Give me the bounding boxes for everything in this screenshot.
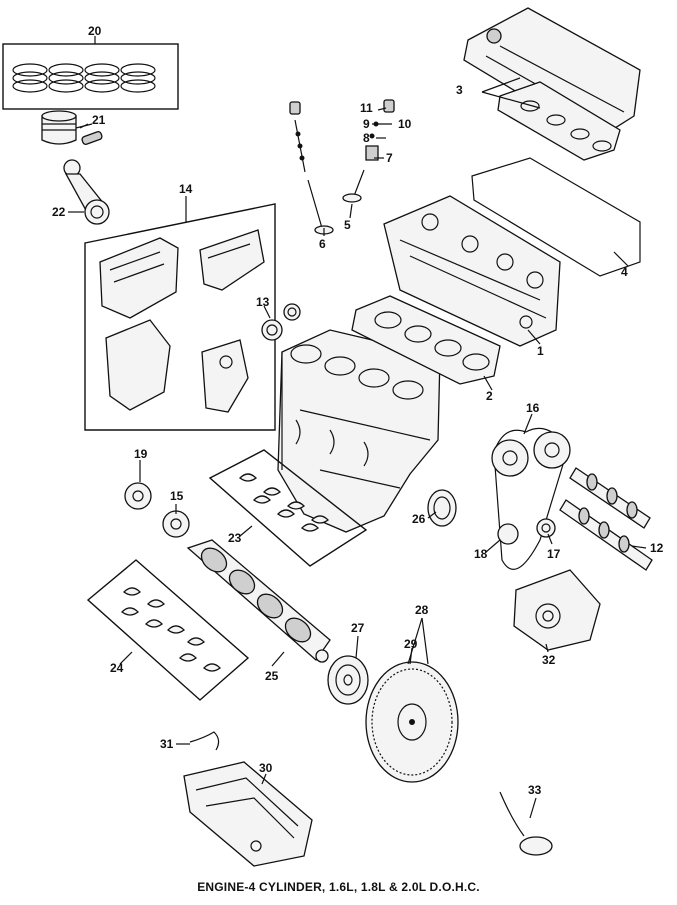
callout-24: 24 (110, 661, 124, 675)
part-plug-seals (497, 81, 621, 161)
callout-29: 29 (404, 637, 418, 651)
callout-31: 31 (160, 737, 174, 751)
part-camshafts (559, 467, 653, 571)
callout-19: 19 (134, 447, 148, 461)
part-crank-pulley (327, 655, 369, 705)
callout-21: 21 (92, 113, 106, 127)
part-exhaust-valve (342, 99, 395, 203)
part-dipstick-tube (189, 731, 220, 751)
part-crank-plate (124, 482, 152, 510)
callout-9: 9 (363, 117, 370, 131)
part-oil-pump (513, 569, 601, 651)
part-intake-valve (289, 101, 334, 235)
callout-1: 1 (537, 344, 544, 358)
part-rod-bearings (86, 559, 250, 701)
part-oil-strainer (499, 791, 553, 856)
callout-15: 15 (170, 489, 184, 503)
callout-23: 23 (228, 531, 242, 545)
callout-28: 28 (415, 603, 429, 617)
part-connecting-rod (63, 159, 110, 225)
callout-7: 7 (386, 151, 393, 165)
callout-11: 11 (360, 101, 373, 115)
callout-4: 4 (621, 265, 628, 279)
callout-labels: 1 2 3 4 5 6 7 8 9 10 11 12 13 14 15 16 1… (52, 24, 664, 797)
callout-20: 20 (88, 24, 102, 38)
part-timing-belt (491, 427, 571, 570)
callout-18: 18 (474, 547, 488, 561)
callout-25: 25 (265, 669, 279, 683)
part-head-gasket (351, 295, 501, 385)
part-flywheel (365, 661, 459, 783)
callout-8: 8 (363, 131, 370, 145)
part-piston (41, 110, 103, 145)
callout-26: 26 (412, 512, 426, 526)
callout-10: 10 (398, 117, 412, 131)
diagram-caption: ENGINE-4 CYLINDER, 1.6L, 1.8L & 2.0L D.O… (197, 880, 480, 894)
callout-17: 17 (547, 547, 561, 561)
part-crankshaft (186, 539, 331, 663)
part-tensioner (536, 518, 556, 538)
callout-32: 32 (542, 653, 556, 667)
callout-33: 33 (528, 783, 542, 797)
part-engine-block (277, 329, 441, 533)
part-main-bearings (208, 449, 368, 567)
callout-5: 5 (344, 218, 351, 232)
callout-12: 12 (650, 541, 664, 555)
part-valve-cover-gasket (471, 157, 641, 277)
callout-27: 27 (351, 621, 365, 635)
part-oil-pan (183, 761, 313, 867)
part-crank-sprocket (162, 510, 190, 538)
callout-16: 16 (526, 401, 540, 415)
part-rear-main-seal (427, 489, 457, 527)
callout-30: 30 (259, 761, 273, 775)
part-oil-seal (261, 303, 301, 341)
callout-22: 22 (52, 205, 66, 219)
callout-6: 6 (319, 237, 326, 251)
callout-3: 3 (456, 83, 463, 97)
leader-lines (79, 77, 647, 819)
part-timing-covers (84, 196, 276, 431)
callout-14: 14 (179, 182, 193, 196)
callout-13: 13 (256, 295, 270, 309)
callout-2: 2 (486, 389, 493, 403)
part-cylinder-head (383, 195, 561, 347)
part-piston-rings (2, 36, 179, 110)
